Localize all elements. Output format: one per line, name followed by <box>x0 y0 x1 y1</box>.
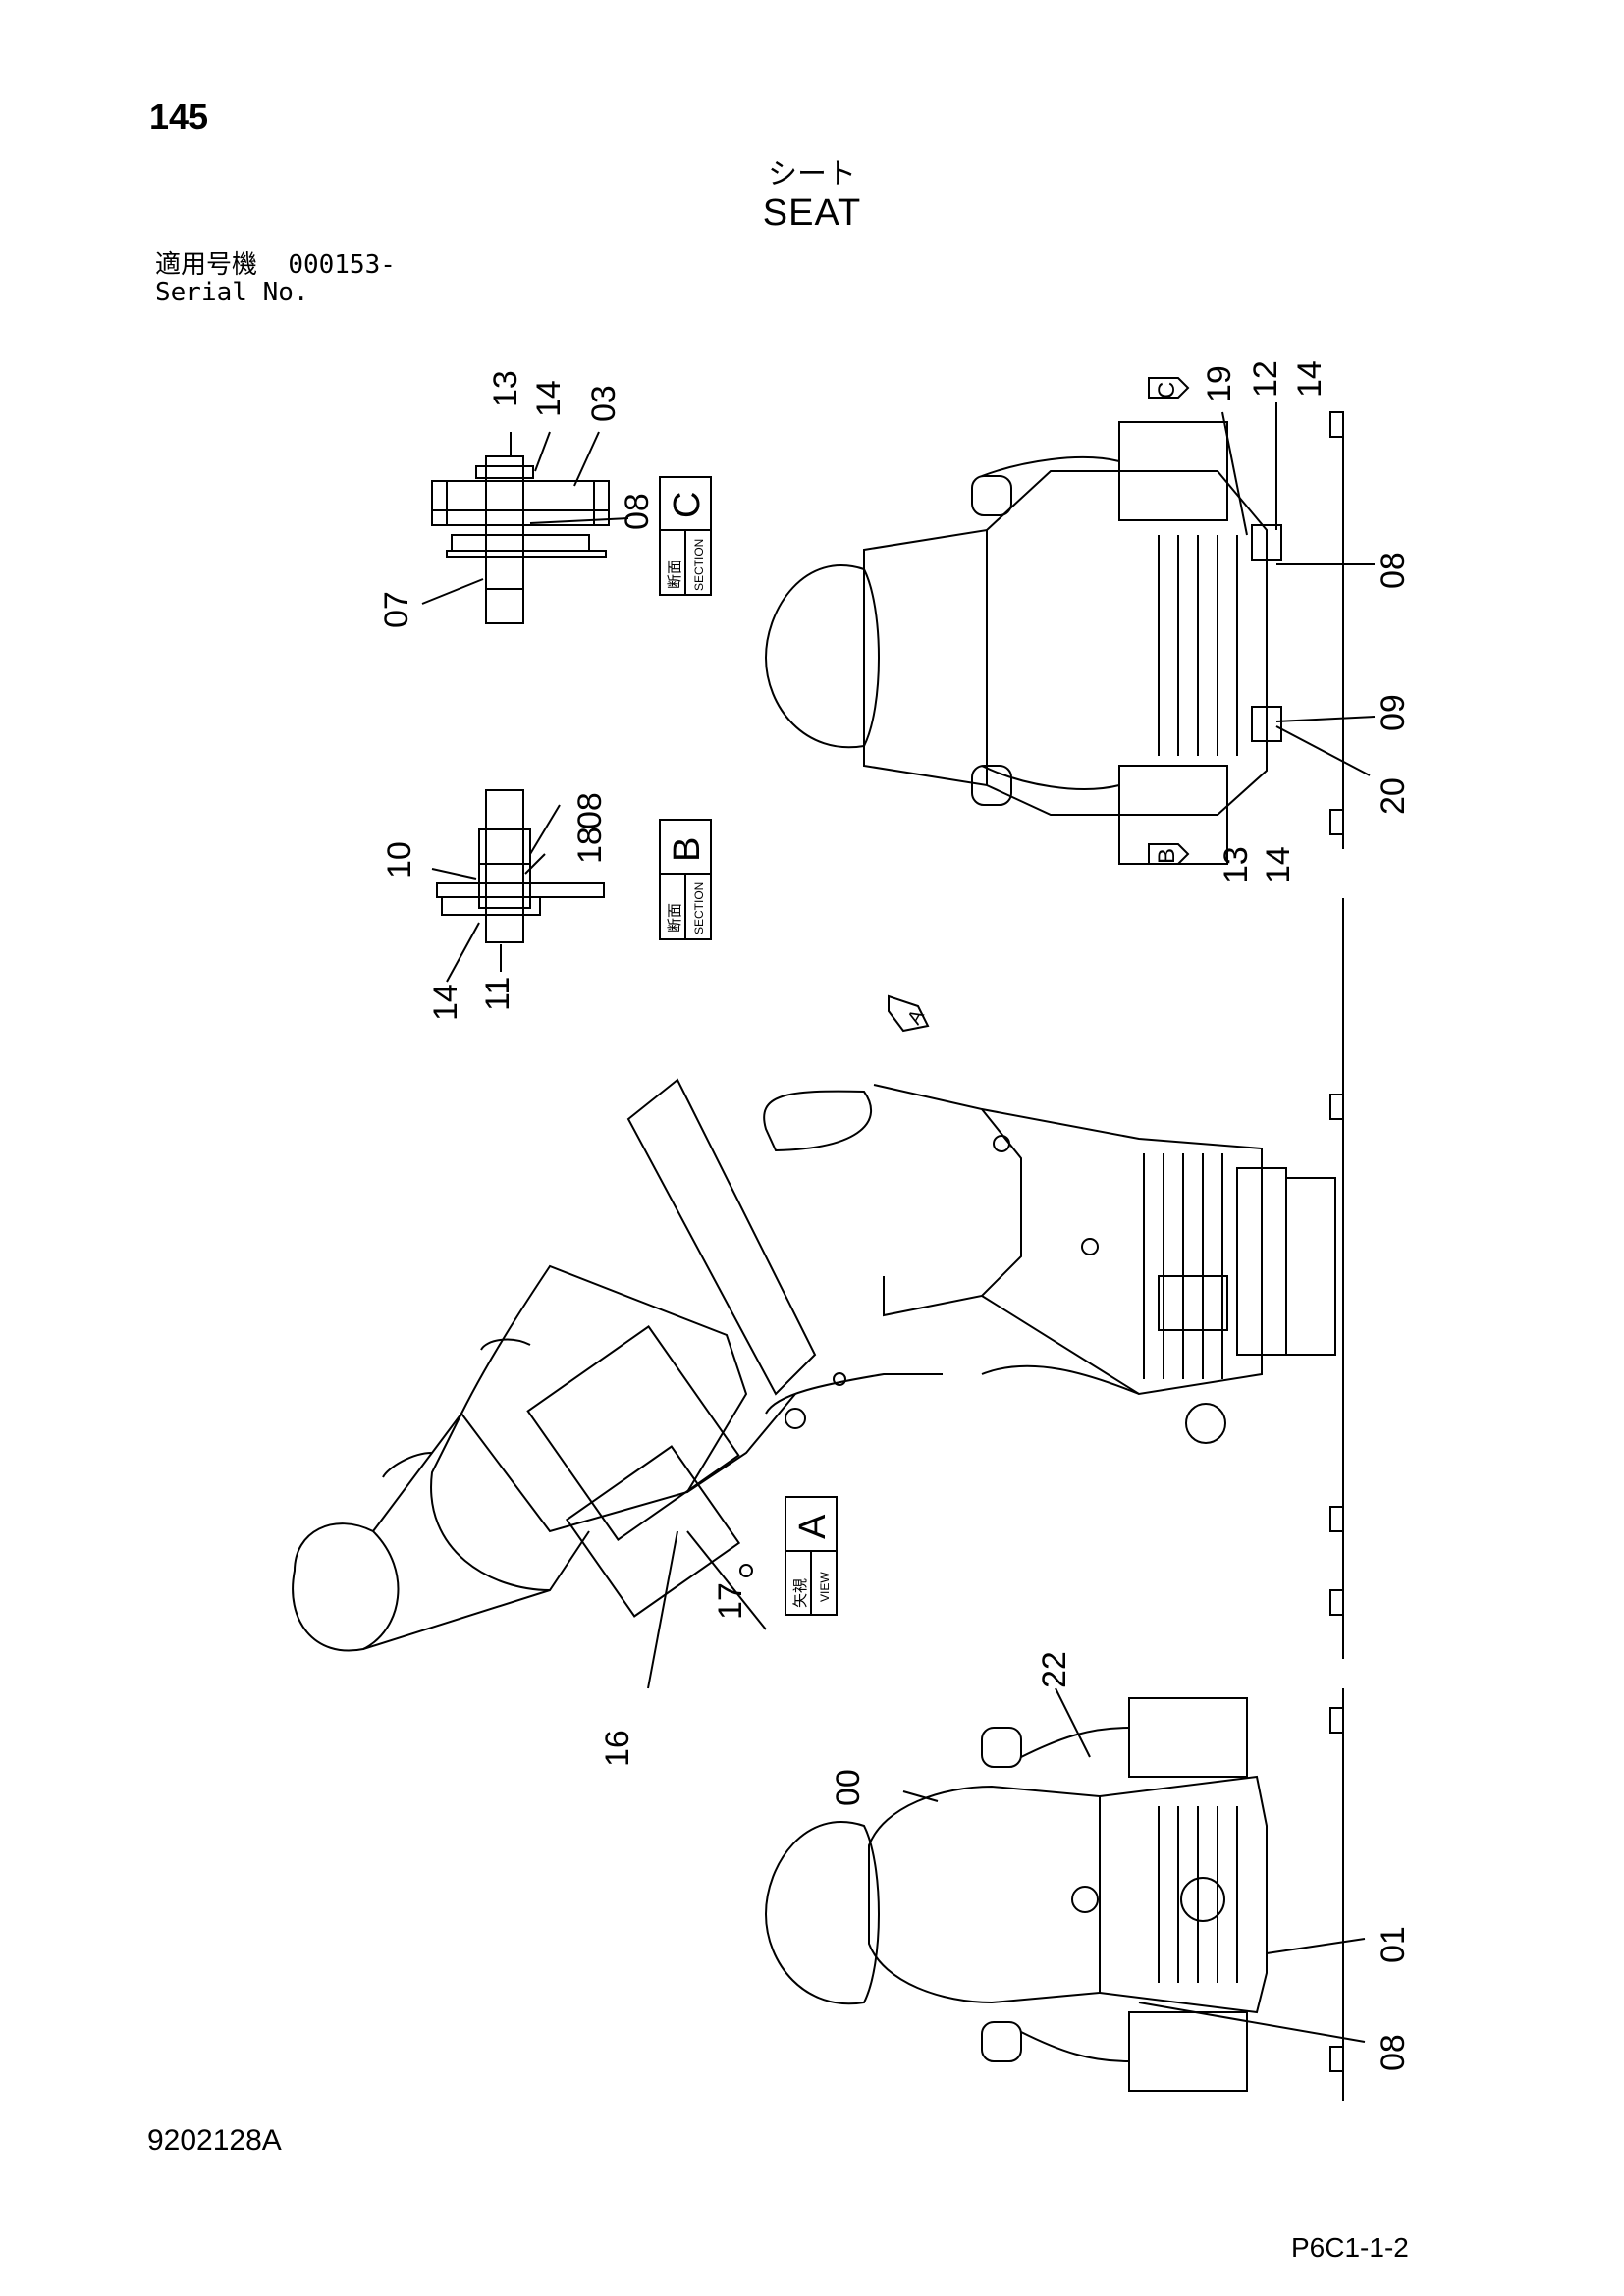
section-b-label-box: B 断面 SECTION <box>659 819 712 940</box>
callout-bottom-00: 00 <box>830 1769 867 1806</box>
callout-section-c-13: 13 <box>487 370 524 407</box>
top-view-seat <box>764 377 1376 865</box>
callout-section-b-08: 08 <box>571 792 609 829</box>
section-c-word-en: SECTION <box>692 539 706 591</box>
serial-label-jp: 適用号機 <box>155 250 258 280</box>
section-b-word-en: SECTION <box>692 882 706 934</box>
callout-top-14-upper: 14 <box>1291 360 1328 398</box>
section-c-arrow-icon <box>1148 377 1190 399</box>
callout-top-13: 13 <box>1218 846 1255 883</box>
page-number: 145 <box>149 96 209 136</box>
callout-section-c-07: 07 <box>378 591 415 628</box>
section-c-callouts: 13 14 03 08 07 <box>378 370 656 628</box>
callout-section-b-14: 14 <box>427 984 464 1021</box>
callout-section-b-11: 11 <box>479 977 516 1011</box>
serial-line-jp: 適用号機 000153- <box>155 251 396 279</box>
arrow-a-letter: A <box>903 1005 929 1028</box>
section-c-diagram <box>421 431 629 624</box>
view-a-word-jp: 矢視 <box>791 1578 809 1608</box>
section-c-word-jp: 断面 <box>666 560 683 589</box>
view-a-arrow-icon <box>888 994 930 1033</box>
view-a-label-box: A 矢視 VIEW <box>785 1496 838 1616</box>
callout-section-b-10: 10 <box>381 841 418 879</box>
callout-view-a-17: 17 <box>712 1582 749 1620</box>
callout-top-14-lower: 14 <box>1260 846 1297 883</box>
arrow-b-letter: B <box>1154 848 1180 864</box>
callout-bottom-22: 22 <box>1036 1651 1073 1688</box>
view-a-word-en: VIEW <box>818 1572 832 1602</box>
callout-top-12: 12 <box>1247 360 1284 398</box>
view-a-letter: A <box>792 1514 834 1539</box>
callout-top-19: 19 <box>1201 365 1238 402</box>
section-c-letter: C <box>667 492 708 518</box>
section-b-callouts: 10 08 18 14 11 <box>381 792 609 1021</box>
callout-top-08: 08 <box>1375 552 1412 589</box>
title-japanese: シート <box>768 157 856 191</box>
callout-bottom-08: 08 <box>1375 2034 1412 2071</box>
view-a-callouts: 17 16 <box>599 1582 749 1767</box>
section-b-diagram <box>431 789 605 983</box>
section-b-letter: B <box>667 837 708 862</box>
callout-top-20: 20 <box>1375 777 1412 815</box>
serial-value: 000153- <box>288 250 396 280</box>
callout-view-a-16: 16 <box>599 1730 636 1767</box>
callout-section-c-14: 14 <box>530 380 568 417</box>
section-c-label-box: C 断面 SECTION <box>659 476 712 596</box>
side-view-seat: A <box>763 898 1344 1659</box>
bottom-view-callouts: 22 00 01 08 <box>830 1651 1412 2071</box>
page-code: P6C1-1-2 <box>1291 2232 1409 2263</box>
section-b-arrow-icon <box>1148 843 1190 865</box>
arrow-c-letter: C <box>1154 382 1180 399</box>
serial-label-en: Serial No. <box>155 278 309 307</box>
callout-section-c-08: 08 <box>619 493 656 530</box>
bottom-view-seat <box>764 1687 1366 2101</box>
section-b-word-jp: 断面 <box>666 903 683 933</box>
document-code: 9202128A <box>147 2124 282 2157</box>
callout-bottom-01: 01 <box>1375 1926 1412 1963</box>
callout-top-09: 09 <box>1375 694 1412 731</box>
serial-block: 適用号機 000153- Serial No. <box>155 251 396 306</box>
top-view-callouts: C B 19 12 14 08 09 20 13 14 <box>1154 360 1412 883</box>
callout-section-c-03: 03 <box>585 385 623 422</box>
title-english: SEAT <box>762 192 862 234</box>
isometric-view-a <box>292 1078 846 1689</box>
callout-section-b-18: 18 <box>571 827 609 864</box>
